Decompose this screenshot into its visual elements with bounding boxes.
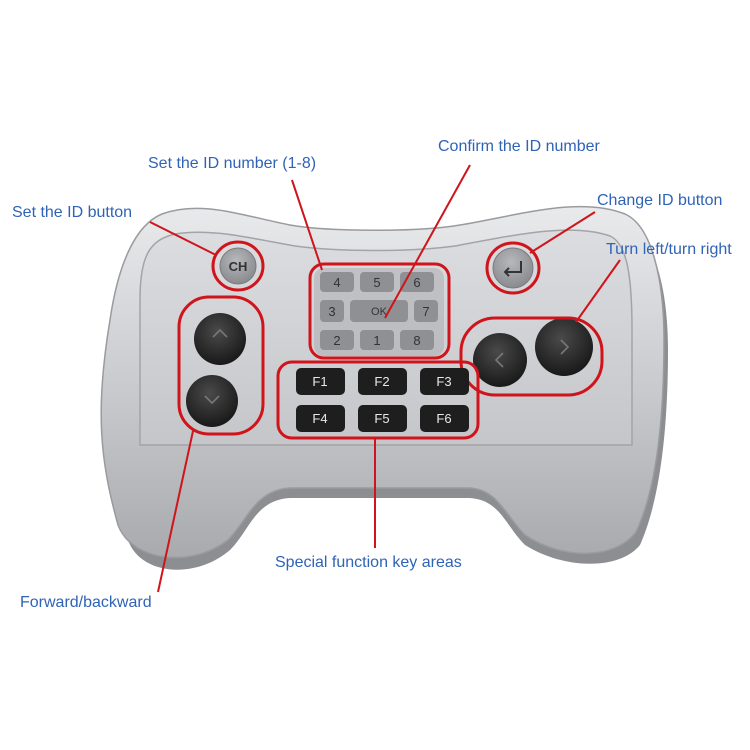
svg-text:F1: F1 bbox=[312, 374, 327, 389]
change-id-button[interactable] bbox=[492, 247, 534, 289]
backward-button[interactable] bbox=[186, 375, 238, 427]
keypad-highlight bbox=[308, 262, 451, 360]
turn-left-button[interactable] bbox=[473, 333, 527, 387]
right-arrow-icon bbox=[560, 339, 570, 355]
forward-backward-highlight bbox=[177, 295, 265, 436]
key-5[interactable]: 5 bbox=[360, 272, 394, 292]
up-arrow-icon bbox=[212, 328, 228, 338]
left-arrow-icon bbox=[494, 352, 504, 368]
f4-key[interactable]: F4 bbox=[296, 405, 345, 432]
key-ok[interactable]: OK bbox=[350, 300, 408, 322]
return-arrow-icon bbox=[503, 261, 522, 277]
callout-set-id-number bbox=[291, 179, 323, 271]
label-turn-left-right: Turn left/turn right bbox=[606, 241, 732, 258]
id-number-keypad: 4 5 6 3 OK 7 2 1 8 bbox=[314, 268, 444, 356]
ch-button-label: CH bbox=[229, 259, 248, 274]
key-3[interactable]: 3 bbox=[320, 300, 344, 322]
f1-key[interactable]: F1 bbox=[296, 368, 345, 395]
label-special-function-keys: Special function key areas bbox=[275, 554, 462, 571]
callout-change-id bbox=[529, 211, 596, 254]
svg-text:8: 8 bbox=[413, 333, 420, 348]
svg-text:5: 5 bbox=[373, 275, 380, 290]
svg-text:3: 3 bbox=[328, 304, 335, 319]
key-7[interactable]: 7 bbox=[414, 300, 438, 322]
svg-text:F3: F3 bbox=[436, 374, 451, 389]
change-id-button-highlight bbox=[485, 241, 541, 295]
set-id-button-highlight bbox=[211, 240, 265, 292]
turn-buttons-highlight bbox=[459, 316, 604, 397]
callout-lines bbox=[149, 164, 621, 593]
callout-forward-backward bbox=[157, 430, 194, 593]
svg-text:7: 7 bbox=[422, 304, 429, 319]
svg-text:OK: OK bbox=[371, 306, 388, 318]
svg-text:4: 4 bbox=[333, 275, 340, 290]
set-id-button[interactable]: CH bbox=[219, 247, 257, 285]
svg-text:6: 6 bbox=[413, 275, 420, 290]
function-keys-highlight bbox=[276, 360, 480, 440]
callout-confirm-id bbox=[384, 164, 471, 319]
forward-button[interactable] bbox=[194, 313, 246, 365]
svg-text:F4: F4 bbox=[312, 411, 327, 426]
key-1[interactable]: 1 bbox=[360, 330, 394, 350]
key-2[interactable]: 2 bbox=[320, 330, 354, 350]
svg-text:1: 1 bbox=[373, 333, 380, 348]
label-confirm-id-number: Confirm the ID number bbox=[438, 138, 600, 155]
f5-key[interactable]: F5 bbox=[358, 405, 407, 432]
callout-turn bbox=[575, 259, 621, 323]
svg-text:F5: F5 bbox=[374, 411, 389, 426]
svg-text:F2: F2 bbox=[374, 374, 389, 389]
f6-key[interactable]: F6 bbox=[420, 405, 469, 432]
svg-text:2: 2 bbox=[333, 333, 340, 348]
label-set-id-button: Set the ID button bbox=[12, 204, 133, 221]
label-change-id-button: Change ID button bbox=[597, 192, 723, 209]
f3-key[interactable]: F3 bbox=[420, 368, 469, 395]
callout-set-id-button bbox=[149, 221, 217, 256]
turn-right-button[interactable] bbox=[535, 318, 593, 376]
function-keys: F1 F2 F3 F4 F5 F6 bbox=[296, 368, 469, 432]
label-set-id-number: Set the ID number (1-8) bbox=[148, 155, 317, 172]
label-forward-backward: Forward/backward bbox=[20, 594, 152, 611]
f2-key[interactable]: F2 bbox=[358, 368, 407, 395]
key-4[interactable]: 4 bbox=[320, 272, 354, 292]
svg-text:F6: F6 bbox=[436, 411, 451, 426]
down-arrow-icon bbox=[204, 395, 220, 405]
key-8[interactable]: 8 bbox=[400, 330, 434, 350]
